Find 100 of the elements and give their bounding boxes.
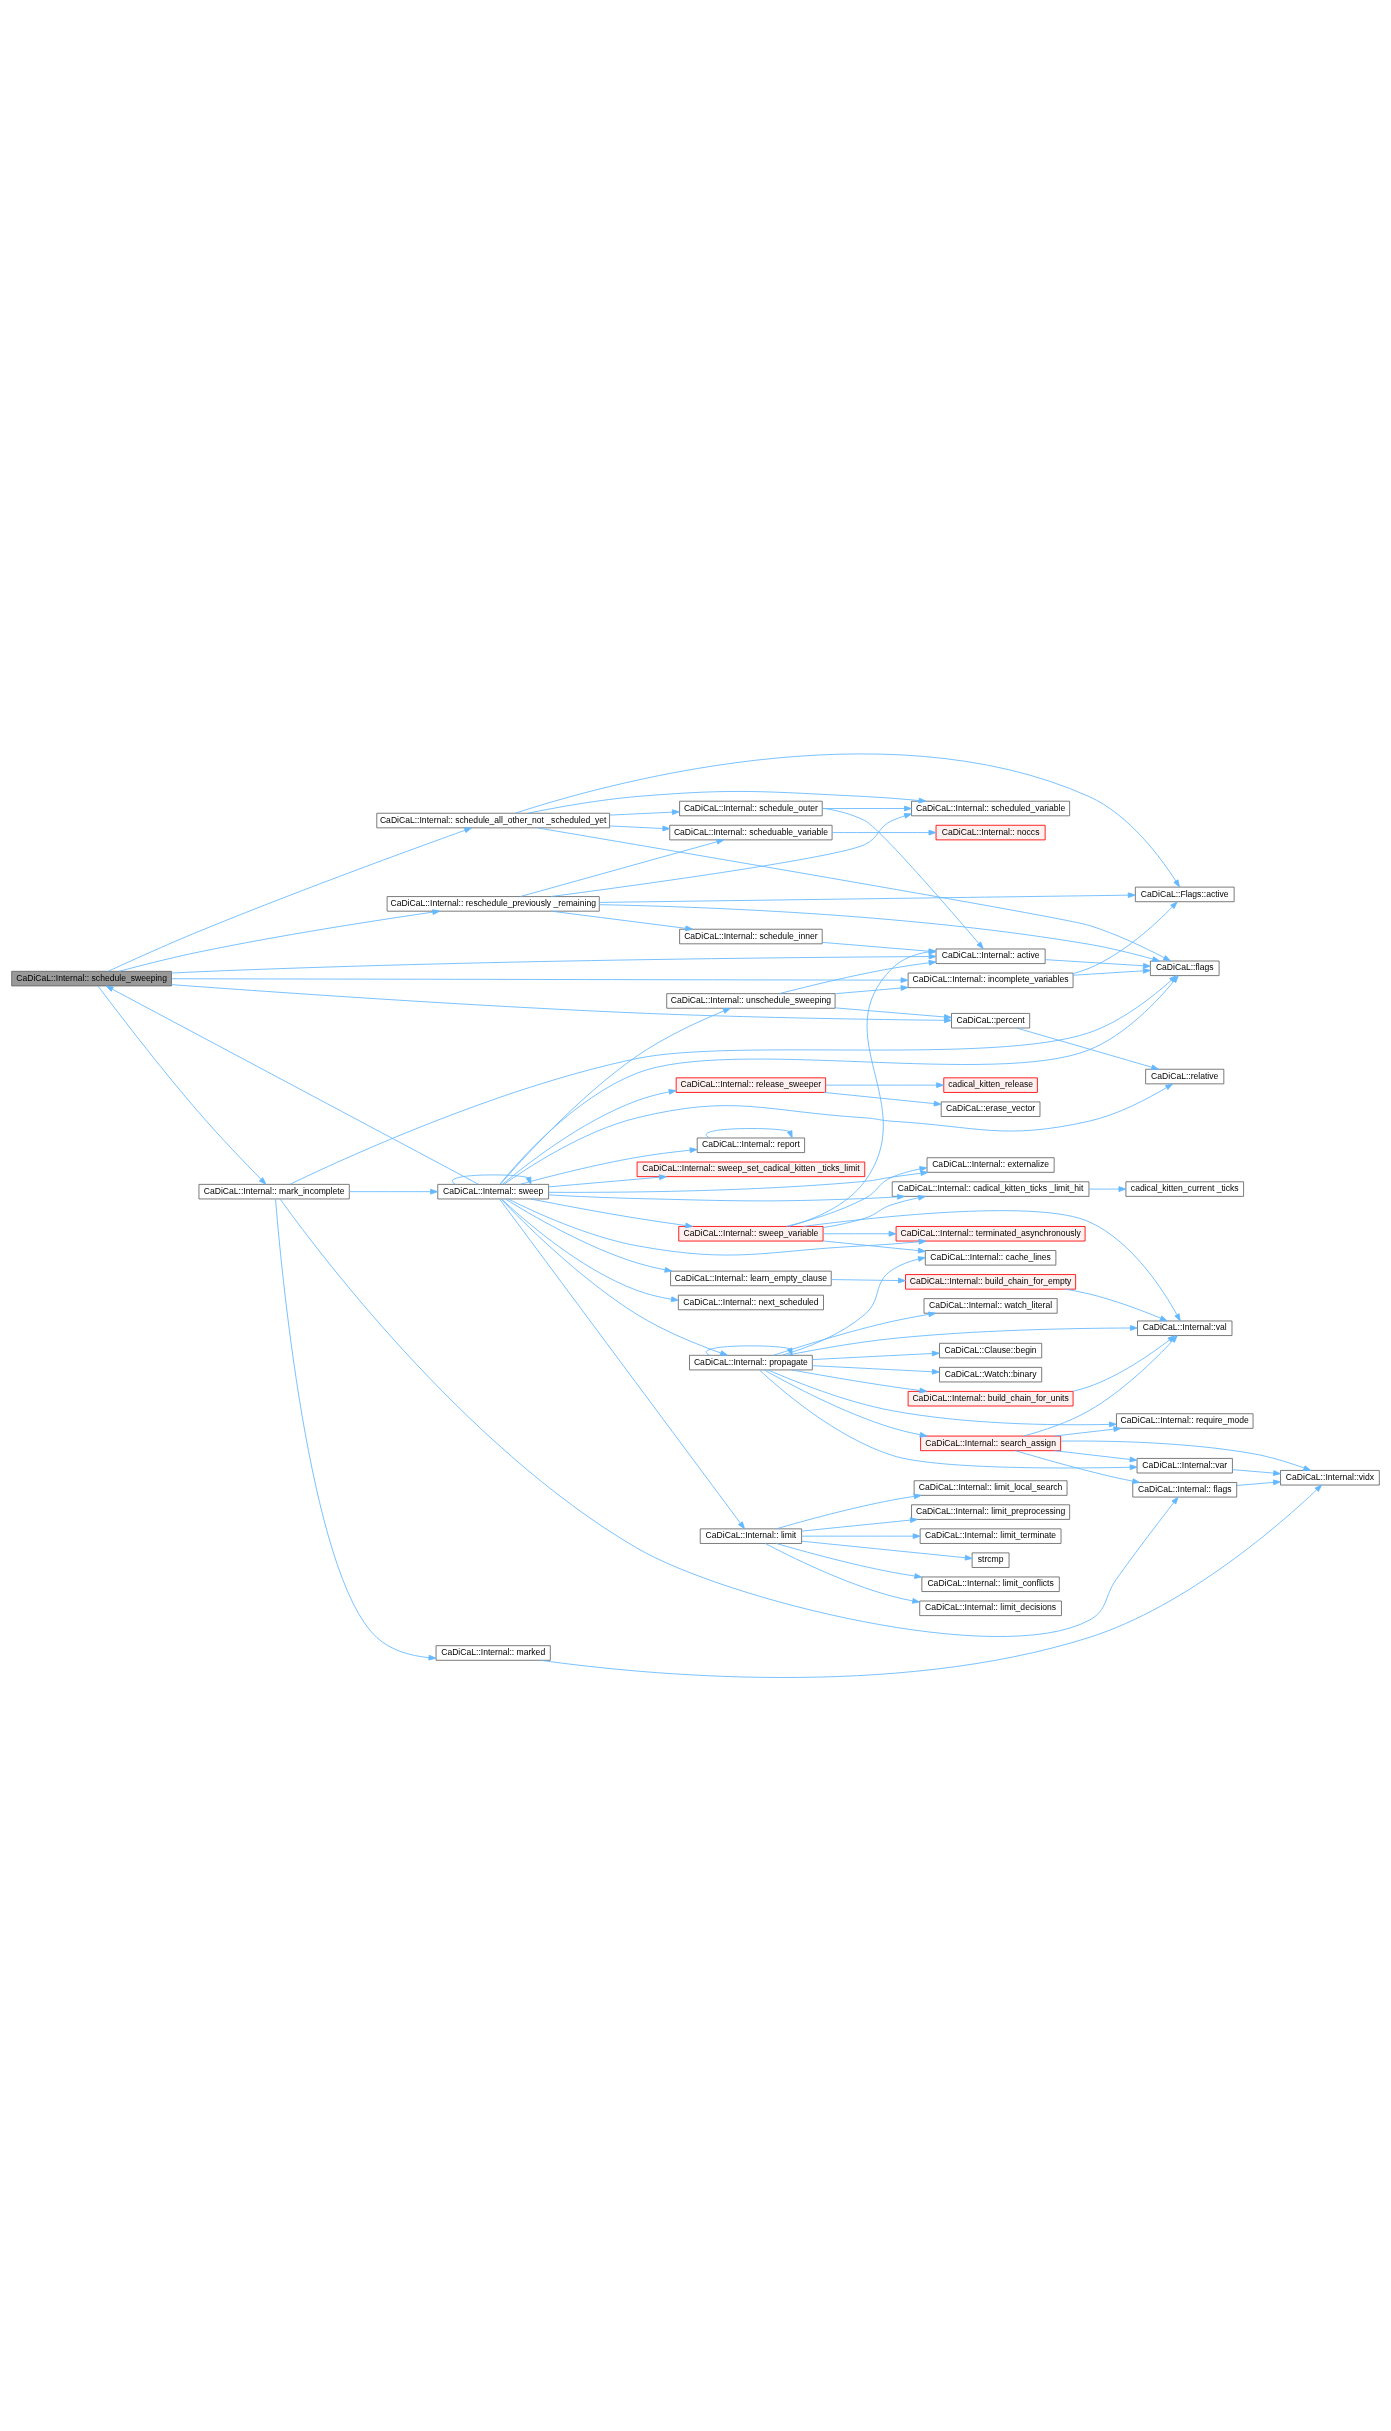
arrow: [759, 1369, 1138, 1471]
node-box: CaDiCaL::Internal:: release_sweeper: [675, 1077, 827, 1093]
arrow: [705, 1345, 793, 1356]
arrow: [1064, 1288, 1168, 1322]
arrow: [764, 1369, 928, 1438]
arrow: [776, 1493, 922, 1530]
node-box: CaDiCaL::Internal::val: [1137, 1320, 1233, 1336]
arrow: [831, 829, 937, 836]
arrow: [1054, 1426, 1122, 1437]
node-box: CaDiCaL::Internal:: limit: [699, 1528, 803, 1544]
node-box: CaDiCaL::erase_vector: [940, 1101, 1041, 1117]
node-box: CaDiCaL::relative: [1145, 1068, 1225, 1085]
arrow: [778, 959, 937, 995]
node-box: CaDiCaL::Internal:: cadical_kitten_ticks _limit_hit: [891, 1181, 1090, 1197]
node-box: CaDiCaL::Internal:: schedule_all_other_not _scheduled_yet: [376, 812, 610, 829]
arrow: [514, 753, 1180, 888]
arrow: [812, 1350, 940, 1360]
node-box: CaDiCaL::Internal:: report: [696, 1137, 806, 1153]
node-box: CaDiCaL::Watch::binary: [939, 1366, 1043, 1383]
node-box: CaDiCaL::Internal:: propagate: [689, 1354, 813, 1371]
node-box: CaDiCaL::Internal:: reschedule_previously _remaining: [386, 896, 600, 912]
node-box: cadical_kitten_release: [943, 1077, 1038, 1093]
node-box: CaDiCaL::Internal:: sweep: [437, 1183, 550, 1200]
arrow: [801, 1540, 973, 1561]
node-box: CaDiCaL::Internal:: externalize: [926, 1157, 1055, 1173]
arrow: [499, 1198, 745, 1530]
arrow: [834, 985, 909, 995]
arrow: [823, 1092, 942, 1107]
arrow: [527, 791, 927, 814]
node-box: CaDiCaL::Internal:: search_assign: [920, 1435, 1062, 1452]
node-box: CaDiCaL::Internal:: noccs: [935, 824, 1046, 841]
arrow: [822, 1230, 897, 1237]
arrow: [791, 1369, 928, 1394]
arrow: [105, 985, 480, 1185]
arrow: [609, 809, 680, 816]
node-box: CaDiCaL::Internal::vidx: [1280, 1470, 1380, 1486]
arrow: [801, 1517, 918, 1532]
arrow: [171, 984, 952, 1024]
arrow: [822, 1194, 926, 1228]
node-box: CaDiCaL::Internal:: schedule_sweeping: [11, 970, 172, 987]
node-box: CaDiCaL::Internal:: marked: [435, 1645, 551, 1661]
arrow: [1232, 1469, 1281, 1476]
arrow: [1088, 1186, 1127, 1192]
node-box: cadical_kitten_current _ticks: [1125, 1181, 1244, 1197]
node-box: CaDiCaL::Internal:: limit_conflicts: [921, 1576, 1060, 1592]
arrow: [1015, 1450, 1140, 1484]
node-box: CaDiCaL::Internal:: unschedule_sweeping: [666, 993, 836, 1009]
node-box: CaDiCaL::Flags::active: [1134, 886, 1235, 903]
arrow: [349, 1188, 438, 1195]
arrow: [551, 910, 693, 932]
arrow: [776, 1543, 923, 1579]
node-box: CaDiCaL::percent: [951, 1013, 1031, 1029]
arrow: [822, 941, 937, 955]
arrow: [786, 1325, 1138, 1356]
node-box: CaDiCaL::Internal:: incomplete_variables: [907, 972, 1074, 989]
node-box: CaDiCaL::Clause::begin: [939, 1342, 1043, 1359]
arrow: [548, 1194, 905, 1202]
arrow: [519, 1147, 698, 1185]
arrow: [1072, 968, 1151, 976]
node-box: CaDiCaL::Internal:: flags: [1132, 1482, 1238, 1498]
arrow: [500, 1198, 728, 1356]
arrow: [773, 1311, 937, 1356]
arrow: [1236, 1479, 1281, 1486]
node-box: CaDiCaL::Internal:: watch_literal: [923, 1298, 1058, 1314]
arrow: [171, 953, 937, 974]
arrow: [834, 1007, 952, 1020]
arrow: [801, 1533, 921, 1539]
arrow: [788, 949, 937, 1227]
arrow: [97, 985, 267, 1185]
arrow: [599, 892, 1136, 903]
arrow: [171, 977, 909, 983]
node-box: CaDiCaL::Internal::var: [1136, 1458, 1233, 1474]
arrow: [530, 1198, 693, 1229]
node-box: CaDiCaL::Internal:: sweep_set_cadical_kitten _ticks_limit: [636, 1161, 866, 1178]
node-box: CaDiCaL::Internal:: build_chain_for_units: [907, 1390, 1074, 1407]
node-box: CaDiCaL::Internal:: limit_preprocessing: [911, 1504, 1071, 1520]
arrow: [812, 1365, 940, 1375]
arrow: [501, 1198, 679, 1303]
arrow: [520, 839, 725, 897]
node-box: CaDiCaL::Internal:: learn_empty_clause: [670, 1270, 832, 1287]
node-box: CaDiCaL::Internal:: limit_terminate: [919, 1528, 1062, 1544]
arrow: [118, 909, 441, 972]
arrow: [550, 813, 912, 897]
arrow: [500, 1008, 731, 1185]
arrow: [821, 807, 984, 950]
node-box: CaDiCaL::Internal:: require_mode: [1116, 1413, 1254, 1429]
arrow: [1072, 901, 1178, 975]
arrow: [785, 1166, 928, 1227]
arrow: [781, 1256, 926, 1356]
arrow: [803, 1210, 1181, 1322]
arrow: [548, 1170, 929, 1193]
node-box: CaDiCaL::Internal:: scheduable_variable: [669, 824, 833, 841]
arrow: [822, 1240, 926, 1254]
node-box: CaDiCaL::Internal:: sweep_variable: [678, 1226, 824, 1242]
node-box: strcmp: [971, 1552, 1010, 1568]
arrow: [1060, 1440, 1312, 1471]
arrow: [767, 1369, 1117, 1428]
arrow: [609, 825, 671, 832]
node-box: CaDiCaL::Internal:: scheduled_variable: [911, 800, 1071, 817]
node-box: CaDiCaL::Internal:: schedule_inner: [679, 928, 823, 945]
